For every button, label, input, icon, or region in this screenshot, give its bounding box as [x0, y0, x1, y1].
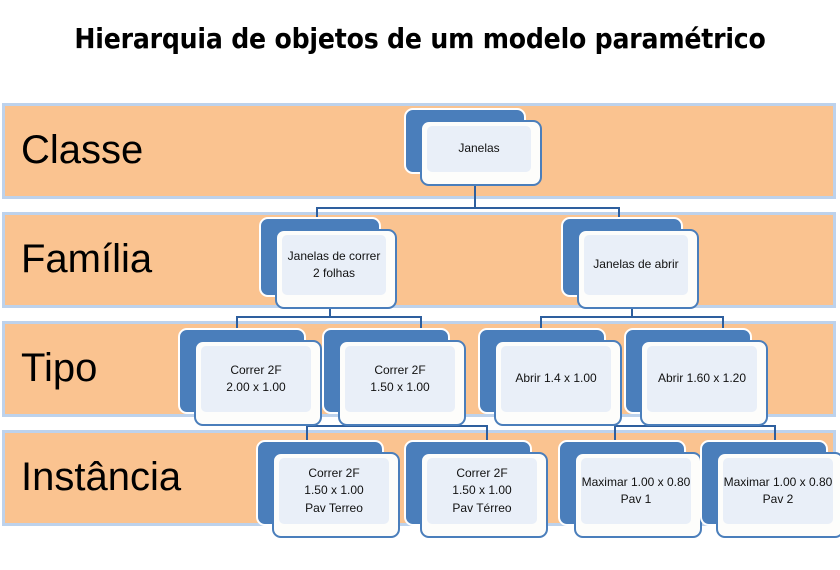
band-label-classe: Classe — [21, 128, 144, 173]
band-label-tipo: Tipo — [21, 346, 98, 391]
node-inner-panel: Correr 2F 2.00 x 1.00 — [201, 346, 311, 412]
band-label-familia: Família — [21, 237, 153, 282]
node-card[interactable]: Correr 2F 1.50 x 1.00 — [338, 340, 466, 426]
node-inner-panel: Correr 2F 1.50 x 1.00 Pav Térreo — [427, 458, 537, 524]
connector-familia-drop-1 — [316, 207, 318, 223]
connector-classe-stem — [474, 186, 476, 208]
node-card[interactable]: Janelas de correr 2 folhas — [275, 229, 397, 309]
node-inner-panel: Maximar 1.00 x 0.80 Pav 1 — [581, 458, 691, 524]
node-inner-panel: Abrir 1.4 x 1.00 — [501, 346, 611, 412]
node-label-line: Pav Térreo — [452, 500, 512, 515]
node-label-line: Correr 2F — [308, 465, 360, 480]
node-label-line: Maximar 1.00 x 0.80 — [581, 474, 691, 489]
node-inner-panel: Abrir 1.60 x 1.20 — [647, 346, 757, 412]
node-inner-panel: Correr 2F 1.50 x 1.00 — [345, 346, 455, 412]
node-label-line: Correr 2F — [374, 362, 426, 377]
node-label-line: Maximar 1.00 x 0.80 — [723, 474, 833, 489]
connector-familia-drop-2 — [618, 207, 620, 223]
node-label-line: Pav Terreo — [305, 500, 363, 515]
node-inner-panel: Correr 2F 1.50 x 1.00 Pav Terreo — [279, 458, 389, 524]
node-label-line: Janelas de abrir — [593, 257, 679, 272]
connector-tipo2-bus — [306, 425, 488, 427]
node-card[interactable]: Abrir 1.60 x 1.20 — [640, 340, 768, 426]
connector-classe-bus — [316, 207, 620, 209]
node-label-line: 1.50 x 1.00 — [304, 483, 364, 498]
node-label-line: Pav 1 — [620, 492, 652, 506]
page-title: Hierarquia de objetos de um modelo param… — [74, 22, 766, 55]
node-label-line: Pav 2 — [762, 492, 794, 506]
node-label-line: 1.50 x 1.00 — [452, 483, 512, 498]
band-label-instancia: Instância — [21, 455, 182, 500]
node-card[interactable]: Janelas — [420, 120, 542, 186]
node-label-line: Abrir 1.60 x 1.20 — [657, 371, 747, 386]
band-familia: Família — [2, 212, 836, 308]
connector-instancia-drop-3 — [614, 425, 616, 441]
connector-tipo-drop-3 — [540, 316, 542, 332]
node-inner-panel: Maximar 1.00 x 0.80 Pav 2 — [723, 458, 833, 524]
node-card[interactable]: Correr 2F 1.50 x 1.00 Pav Térreo — [420, 452, 548, 538]
node-label-line: Correr 2F — [456, 465, 508, 480]
connector-familia2-bus — [540, 316, 724, 318]
connector-instancia-drop-4 — [774, 425, 776, 441]
node-label-line: Correr 2F — [230, 362, 282, 377]
connector-instancia-drop-2 — [486, 425, 488, 441]
node-card[interactable]: Abrir 1.4 x 1.00 — [494, 340, 622, 426]
node-label-line: 2.00 x 1.00 — [226, 380, 286, 394]
node-card[interactable]: Maximar 1.00 x 0.80 Pav 1 — [574, 452, 702, 538]
connector-tipo4-bus — [614, 425, 776, 427]
node-inner-panel: Janelas de correr 2 folhas — [282, 235, 386, 295]
connector-tipo-drop-1 — [236, 316, 238, 332]
node-card[interactable]: Janelas de abrir — [577, 229, 699, 309]
connector-familia1-bus — [236, 316, 422, 318]
node-card[interactable]: Correr 2F 1.50 x 1.00 Pav Terreo — [272, 452, 400, 538]
node-label-line: Janelas — [458, 141, 500, 156]
node-label-line: Janelas de correr — [287, 248, 381, 263]
node-inner-panel: Janelas de abrir — [584, 235, 688, 295]
node-label-line: Abrir 1.4 x 1.00 — [515, 371, 597, 386]
node-label-line: 2 folhas — [312, 266, 356, 280]
connector-tipo-drop-4 — [722, 316, 724, 332]
connector-instancia-drop-1 — [306, 425, 308, 441]
node-inner-panel: Janelas — [427, 126, 531, 172]
node-card[interactable]: Correr 2F 2.00 x 1.00 — [194, 340, 322, 426]
node-label-line: 1.50 x 1.00 — [370, 380, 430, 394]
node-card[interactable]: Maximar 1.00 x 0.80 Pav 2 — [716, 452, 840, 538]
connector-tipo-drop-2 — [420, 316, 422, 332]
